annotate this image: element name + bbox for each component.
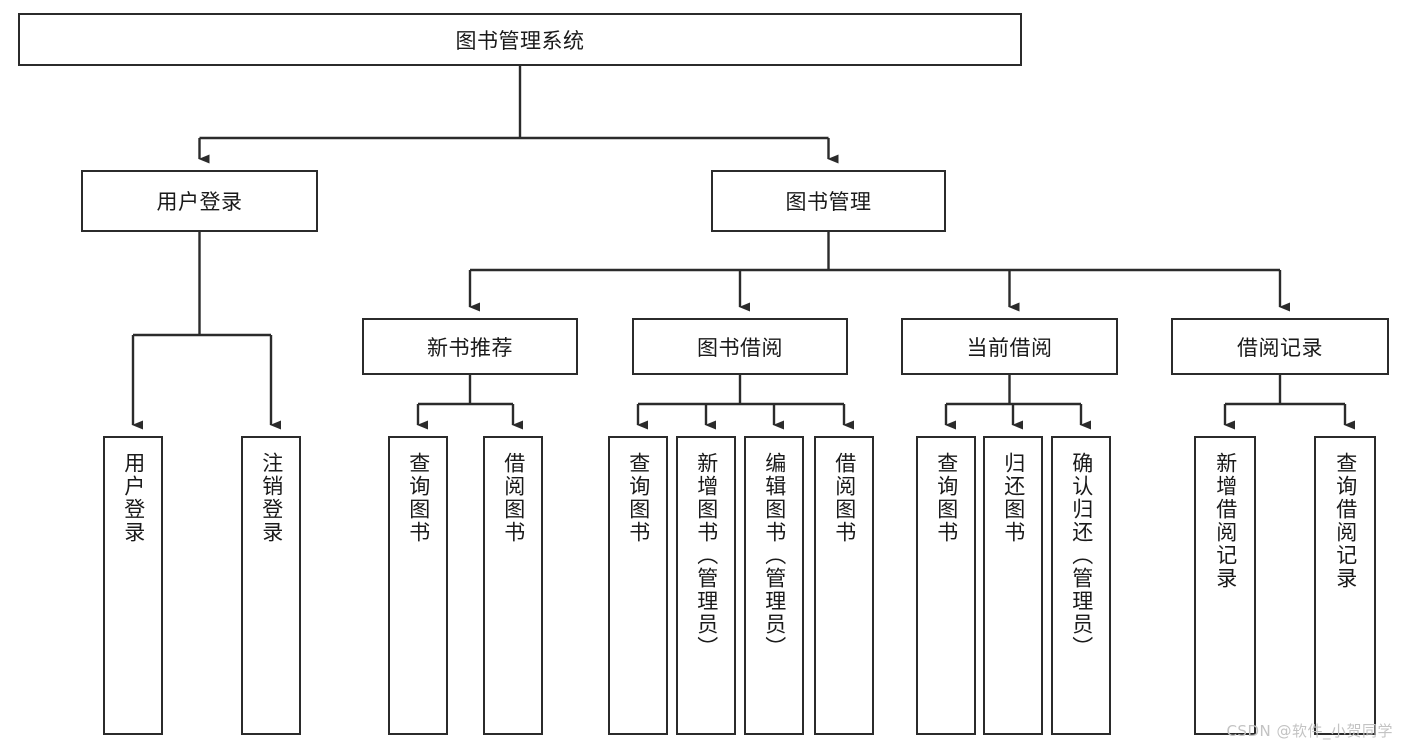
leaf-user-login[interactable]: 用户登录 — [103, 436, 163, 735]
node-root[interactable]: 图书管理系统 — [18, 13, 1022, 66]
edges-group — [131, 66, 1355, 430]
leaf-add-book-label: 新增图书（管理员） — [694, 452, 719, 659]
node-new-book-rec[interactable]: 新书推荐 — [362, 318, 578, 375]
node-book-borrow-label: 图书借阅 — [697, 335, 783, 360]
leaf-add-record[interactable]: 新增借阅记录 — [1194, 436, 1256, 735]
leaf-add-book[interactable]: 新增图书（管理员） — [676, 436, 736, 735]
leaf-confirm-return[interactable]: 确认归还（管理员） — [1051, 436, 1111, 735]
node-current-borrow-label: 当前借阅 — [966, 335, 1053, 360]
leaf-query-book-2[interactable]: 查询图书 — [608, 436, 668, 735]
node-borrow-record[interactable]: 借阅记录 — [1171, 318, 1389, 375]
leaf-query-book-1[interactable]: 查询图书 — [388, 436, 448, 735]
leaf-borrow-book-1[interactable]: 借阅图书 — [483, 436, 543, 735]
leaf-borrow-book-1-label: 借阅图书 — [501, 452, 526, 544]
leaf-user-login-label: 用户登录 — [121, 452, 146, 544]
leaf-query-book-2-label: 查询图书 — [626, 452, 651, 544]
leaf-return-book[interactable]: 归还图书 — [983, 436, 1043, 735]
node-user-login[interactable]: 用户登录 — [81, 170, 318, 232]
leaf-edit-book-label: 编辑图书（管理员） — [762, 452, 787, 659]
leaf-edit-book[interactable]: 编辑图书（管理员） — [744, 436, 804, 735]
leaf-query-book-3-label: 查询图书 — [934, 452, 959, 544]
leaf-add-record-label: 新增借阅记录 — [1213, 452, 1238, 590]
node-book-manage-label: 图书管理 — [785, 190, 872, 214]
leaf-borrow-book-2[interactable]: 借阅图书 — [814, 436, 874, 735]
leaf-confirm-return-label: 确认归还（管理员） — [1069, 452, 1094, 659]
leaf-user-logout[interactable]: 注销登录 — [241, 436, 301, 735]
node-new-book-rec-label: 新书推荐 — [427, 335, 513, 360]
leaf-query-book-3[interactable]: 查询图书 — [916, 436, 976, 735]
leaf-query-record-label: 查询借阅记录 — [1333, 452, 1358, 590]
leaf-query-book-1-label: 查询图书 — [406, 452, 431, 544]
leaf-return-book-label: 归还图书 — [1001, 452, 1026, 544]
leaf-user-logout-label: 注销登录 — [259, 452, 284, 544]
node-book-borrow[interactable]: 图书借阅 — [632, 318, 848, 375]
leaf-borrow-book-2-label: 借阅图书 — [832, 452, 857, 544]
leaf-query-record[interactable]: 查询借阅记录 — [1314, 436, 1376, 735]
node-root-label: 图书管理系统 — [455, 28, 585, 53]
node-borrow-record-label: 借阅记录 — [1237, 335, 1323, 360]
node-book-manage[interactable]: 图书管理 — [711, 170, 946, 232]
node-user-login-label: 用户登录 — [156, 190, 243, 214]
node-current-borrow[interactable]: 当前借阅 — [901, 318, 1118, 375]
